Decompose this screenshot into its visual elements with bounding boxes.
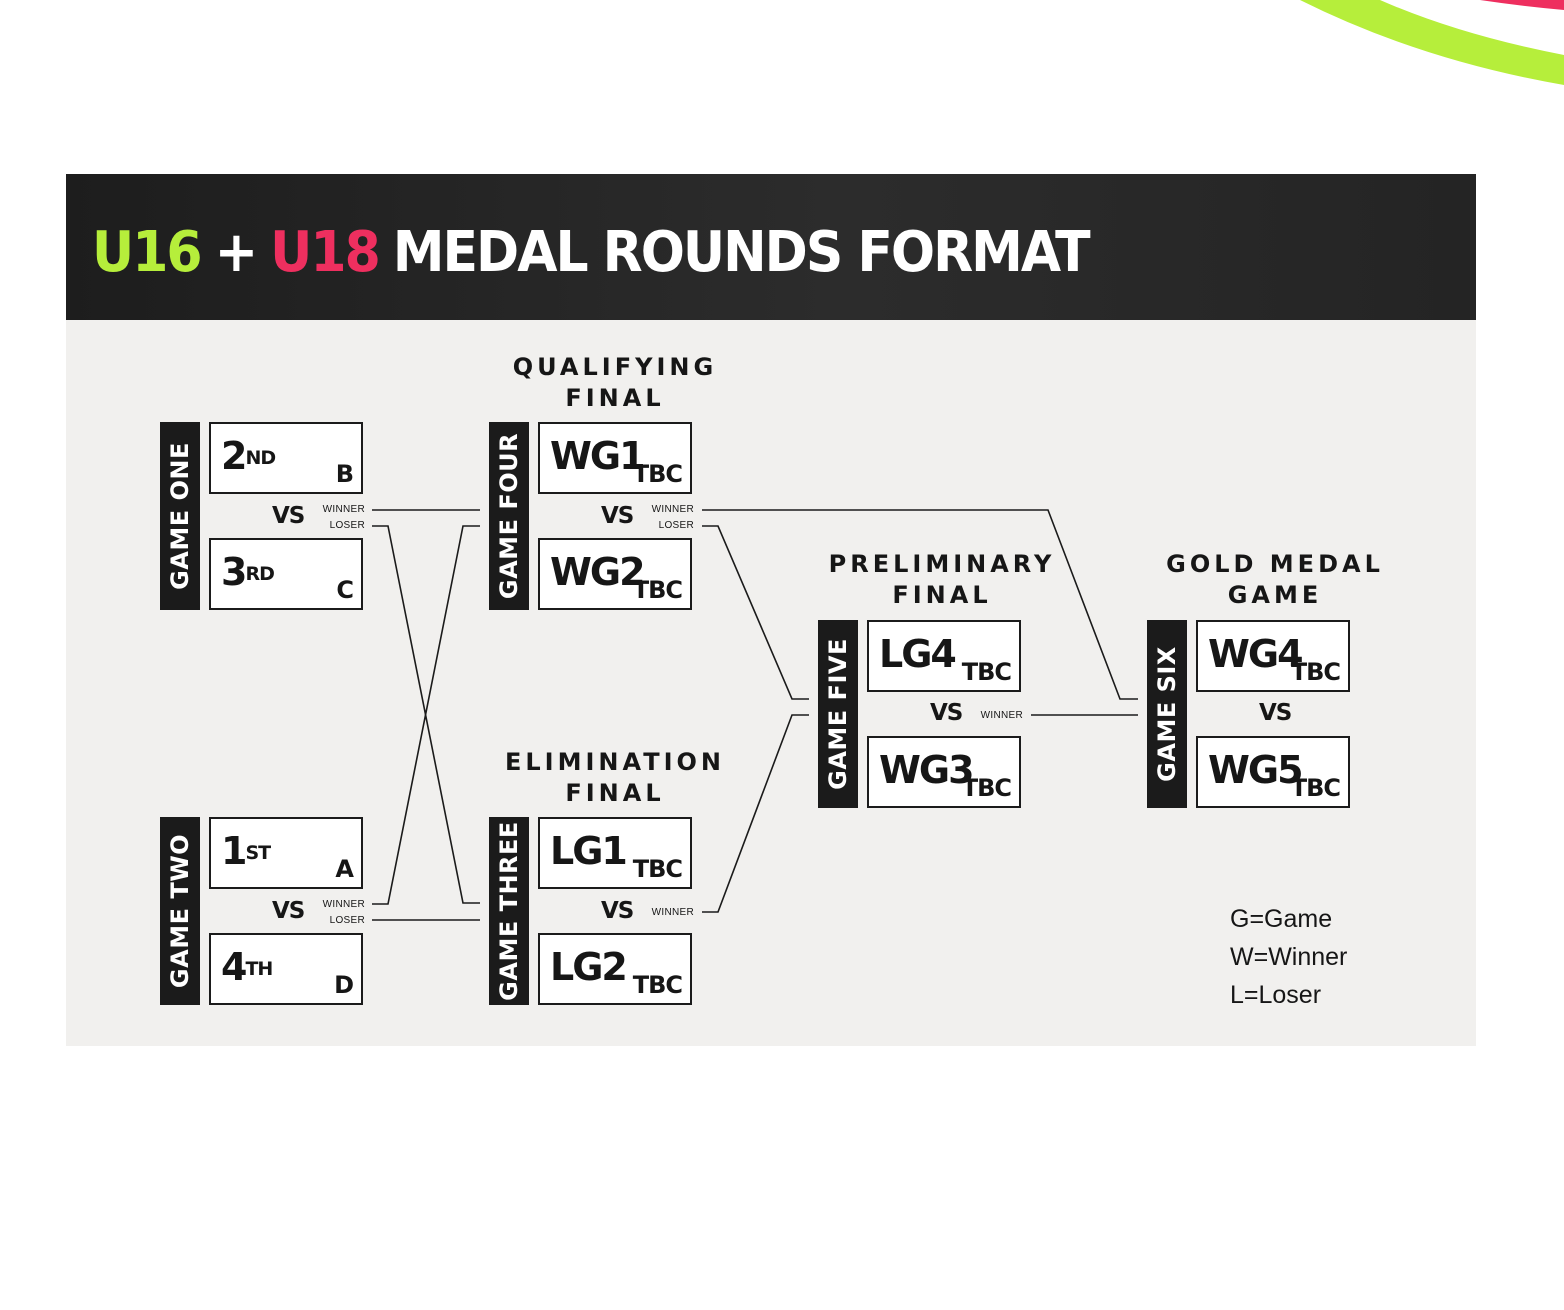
- legend-item: L=Loser: [1230, 981, 1322, 1009]
- game-five-team-top: LG4 TBC: [867, 620, 1021, 692]
- game-five-label: GAME FIVE: [824, 638, 852, 790]
- game-four-loser-tag: LOSER: [658, 520, 694, 531]
- team-label: WG5: [1208, 748, 1304, 792]
- pool-label: A: [335, 855, 354, 883]
- team-label: WG3: [879, 748, 975, 792]
- game-five-bar: GAME FIVE: [818, 620, 858, 808]
- tbc-label: TBC: [1290, 774, 1341, 802]
- game-four-team-top: WG1 TBC: [538, 422, 692, 494]
- round-title-qualifying: QUALIFYING FINAL: [512, 353, 718, 412]
- game-two-team-top: 1ST A: [209, 817, 363, 889]
- game-three-winner-tag: WINNER: [651, 907, 694, 918]
- game-six-team-top: WG4 TBC: [1196, 620, 1350, 692]
- game-four-winner-tag: WINNER: [651, 504, 694, 515]
- game-one-winner-tag: WINNER: [322, 504, 365, 515]
- team-label: WG2: [550, 550, 646, 594]
- game-one-bar: GAME ONE: [160, 422, 200, 610]
- game-five-winner-tag: WINNER: [980, 710, 1023, 721]
- legend-item: W=Winner: [1230, 943, 1348, 971]
- game-two-vs: VS: [272, 898, 305, 924]
- legend-item: G=Game: [1230, 905, 1333, 933]
- round-title-preliminary: PRELIMINARY FINAL: [828, 550, 1056, 609]
- team-label: LG1: [550, 829, 628, 873]
- game-four-bar: GAME FOUR: [489, 422, 529, 610]
- title-plus: +: [214, 220, 259, 285]
- game-two-winner-tag: WINNER: [322, 899, 365, 910]
- game-one-team-top: 2ND B: [209, 422, 363, 494]
- team-label: WG4: [1208, 632, 1304, 676]
- team-label: LG2: [550, 945, 628, 989]
- pool-label: D: [334, 971, 354, 999]
- pool-label: B: [335, 460, 354, 488]
- game-two-loser-tag: LOSER: [329, 915, 365, 926]
- game-six-vs: VS: [1259, 700, 1292, 726]
- tbc-label: TBC: [961, 774, 1012, 802]
- game-five-vs: VS: [930, 700, 963, 726]
- game-four-vs: VS: [601, 503, 634, 529]
- game-six-bar: GAME SIX: [1147, 620, 1187, 808]
- seed-label: 3RD: [221, 550, 275, 594]
- tbc-label: TBC: [961, 658, 1012, 686]
- tbc-label: TBC: [632, 971, 683, 999]
- legend: G=Game W=Winner L=Loser: [1230, 900, 1347, 1014]
- game-one-vs: VS: [272, 503, 305, 529]
- team-label: WG1: [550, 434, 646, 478]
- team-label: LG4: [879, 632, 957, 676]
- round-title-elimination: ELIMINATION FINAL: [504, 748, 725, 807]
- title-u18: U18: [270, 220, 381, 285]
- tbc-label: TBC: [632, 460, 683, 488]
- game-one-label: GAME ONE: [166, 442, 194, 590]
- tbc-label: TBC: [1290, 658, 1341, 686]
- game-five-team-bottom: WG3 TBC: [867, 736, 1021, 808]
- pool-label: C: [336, 576, 354, 604]
- game-one-loser-tag: LOSER: [329, 520, 365, 531]
- game-two-bar: GAME TWO: [160, 817, 200, 1005]
- game-three-vs: VS: [601, 898, 634, 924]
- game-two-team-bottom: 4TH D: [209, 933, 363, 1005]
- game-three-bar: GAME THREE: [489, 817, 529, 1005]
- game-one-team-bottom: 3RD C: [209, 538, 363, 610]
- game-six-team-bottom: WG5 TBC: [1196, 736, 1350, 808]
- seed-label: 1ST: [221, 829, 271, 873]
- game-three-team-top: LG1 TBC: [538, 817, 692, 889]
- game-three-team-bottom: LG2 TBC: [538, 933, 692, 1005]
- game-three-label: GAME THREE: [495, 821, 523, 1001]
- seed-label: 4TH: [221, 945, 273, 989]
- tbc-label: TBC: [632, 576, 683, 604]
- decorative-arc: [1300, 0, 1564, 85]
- title-rest: MEDAL ROUNDS FORMAT: [392, 220, 1091, 285]
- round-title-gold: GOLD MEDAL GAME: [1166, 550, 1384, 609]
- tbc-label: TBC: [632, 855, 683, 883]
- game-six-label: GAME SIX: [1153, 646, 1181, 782]
- seed-label: 2ND: [221, 434, 276, 478]
- game-four-label: GAME FOUR: [495, 432, 523, 600]
- game-four-team-bottom: WG2 TBC: [538, 538, 692, 610]
- title-u16: U16: [92, 220, 203, 285]
- game-two-label: GAME TWO: [166, 833, 194, 989]
